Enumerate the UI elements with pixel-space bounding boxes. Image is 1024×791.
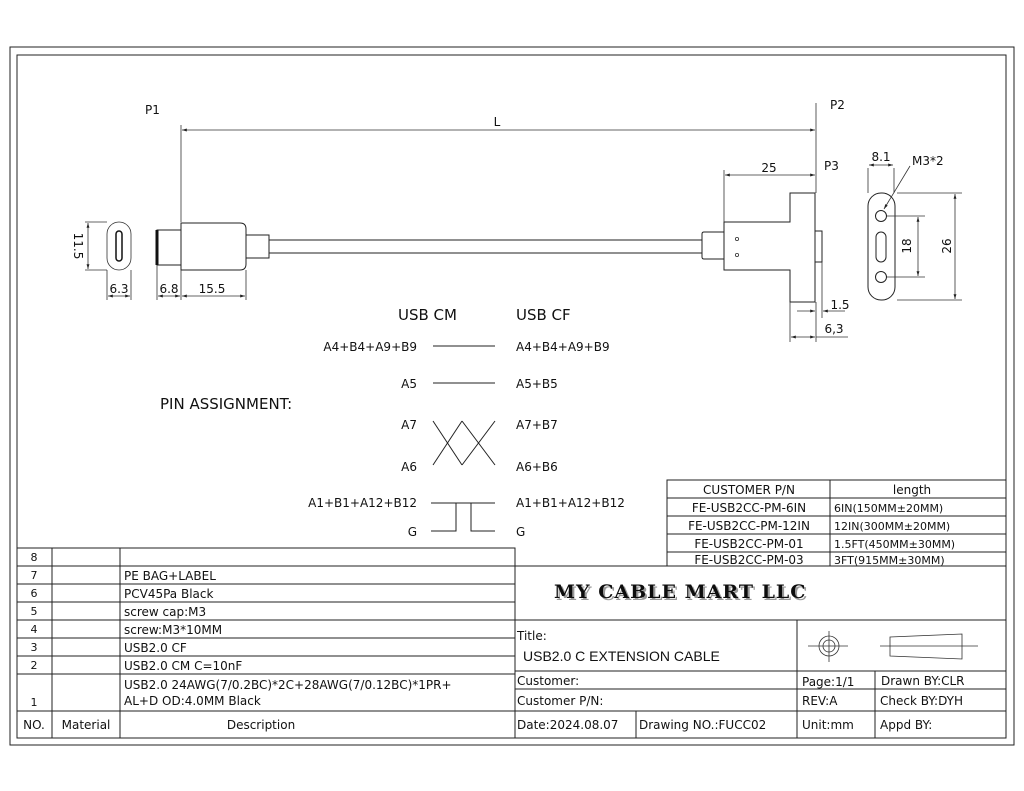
bom-desc: screw:M3*10MM [124,623,222,637]
bom-no: 7 [31,569,38,582]
bom-desc: screw cap:M3 [124,605,206,619]
dim-p3-depth: 6,3 [824,322,843,336]
projection-symbol-icon [808,631,978,662]
check-by: Check BY:DYH [880,694,963,708]
dim-p1-face-height: 11.5 [71,233,85,260]
p1-label: P1 [145,103,160,117]
bom-desc: USB2.0 CF [124,641,187,655]
pin-right: A4+B4+A9+B9 [516,340,610,354]
bom-no: 5 [31,605,38,618]
cable [269,239,702,254]
p3-panel-mount: 25 1.5 6,3 [701,161,850,342]
table-cell: 12IN(300MM±20MM) [834,520,950,533]
pin-right: A5+B5 [516,377,558,391]
table-cell: 6IN(150MM±20MM) [834,502,943,515]
bom-desc: USB2.0 CM C=10nF [124,659,242,673]
dim-p1-body: 15.5 [199,282,226,296]
bom-no: 8 [31,551,38,564]
table-cell: 3FT(915MM±30MM) [834,554,945,567]
appd-by: Appd BY: [880,718,932,732]
rev-field: REV:A [802,694,838,708]
pin-left: A1+B1+A12+B12 [308,496,417,510]
part-number-table: CUSTOMER P/N length FE-USB2CC-PM-6IN 6IN… [666,479,1007,567]
wire-crossover [432,420,496,466]
bom-no: 4 [31,623,38,636]
pin-right: A1+B1+A12+B12 [516,496,625,510]
bom-no: 3 [31,641,38,654]
dim-p3-face-height: 26 [940,238,954,253]
table-header: length [893,483,931,497]
bom-table: 8 7 PE BAG+LABEL 6 PCV45Pa Black 5 screw… [16,547,516,739]
bom-desc: PE BAG+LABEL [124,569,216,583]
dim-p3-flange: 1.5 [830,298,849,312]
table-cell: 1.5FT(450MM±30MM) [834,538,955,551]
bom-desc-line2: AL+D OD:4.0MM Black [124,694,261,708]
table-cell: FE-USB2CC-PM-12IN [688,519,810,533]
company-logo: MY CABLE MART LLC [554,581,806,603]
wire-ground [431,502,495,532]
p1-face-view: 11.5 6.3 [71,221,132,300]
pin-left: G [408,525,417,539]
p2-label: P2 [830,98,845,112]
drawing-title: USB2.0 C EXTENSION CABLE [523,648,720,664]
drawn-by: Drawn BY:CLR [881,674,965,688]
dim-p3-body: 25 [761,161,776,175]
title-block: MY CABLE MART LLC Title: USB2.0 C EXTENS… [514,565,1007,739]
pin-right: A6+B6 [516,460,558,474]
length-label: L [494,115,501,129]
unit-field: Unit:mm [802,718,854,732]
date-field: Date:2024.08.07 [517,718,618,732]
dim-p1-tip: 6.8 [159,282,178,296]
p3-screw-label: M3*2 [912,154,944,168]
pin-left: A7 [401,418,417,432]
p3-label: P3 [824,159,839,173]
dim-p3-face-width: 8.1 [871,150,890,164]
table-cell: FE-USB2CC-PM-6IN [692,501,806,515]
bom-header-no: NO. [23,718,45,732]
title-label: Title: [516,629,547,643]
table-header: CUSTOMER P/N [703,483,795,497]
table-cell: FE-USB2CC-PM-01 [694,537,803,551]
bom-no: 1 [31,696,38,709]
pin-assignment-title: PIN ASSIGNMENT: [160,395,292,413]
bom-no: 2 [31,659,38,672]
bom-header-description: Description [227,718,295,732]
pin-left: A5 [401,377,417,391]
pin-assignment: PIN ASSIGNMENT: USB CM USB CF A4+B4+A9+B… [160,306,625,539]
bom-desc: PCV45Pa Black [124,587,213,601]
pin-left: A4+B4+A9+B9 [323,340,417,354]
page-field: Page:1/1 [802,675,854,689]
pin-right: A7+B7 [516,418,558,432]
length-dimension: L [180,103,817,222]
pin-left: A6 [401,460,417,474]
table-cell: FE-USB2CC-PM-03 [694,553,803,567]
customer-field: Customer: [517,674,579,688]
p3-face-view: 8.1 M3*2 18 26 [867,150,962,301]
dim-p3-hole-pitch: 18 [900,238,914,253]
dim-p1-face-width: 6.3 [109,282,128,296]
bom-no: 6 [31,587,38,600]
bom-header-material: Material [62,718,111,732]
pin-right: G [516,525,525,539]
customer-pn-field: Customer P/N: [517,694,603,708]
bom-desc: USB2.0 24AWG(7/0.2BC)*2C+28AWG(7/0.12BC)… [124,678,452,692]
p1-plug: 6.8 15.5 [155,222,270,300]
pin-right-header: USB CF [516,306,571,324]
outer-border [9,46,1015,746]
drawing-number: Drawing NO.:FUCC02 [639,718,766,732]
pin-left-header: USB CM [398,306,457,324]
